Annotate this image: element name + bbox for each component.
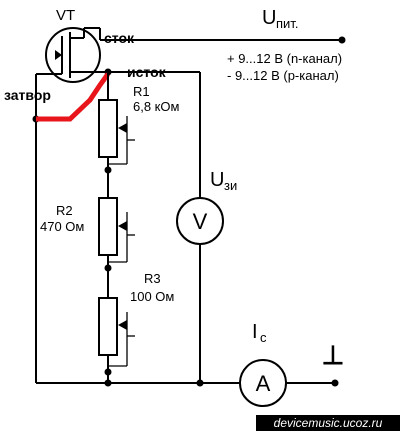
resistor-r3 (98, 297, 135, 367)
watermark: devicemusic.ucoz.ru (274, 416, 383, 430)
voltmeter-label-sub: зи (224, 178, 237, 193)
resistor-r2 (98, 197, 135, 263)
channel-arrow (55, 50, 62, 60)
r3-body (98, 297, 118, 356)
ammeter-circle (239, 359, 287, 407)
r2-body (98, 197, 118, 256)
node-bottom-r (104, 379, 112, 387)
supply-line-n: + 9...12 В (n-канал) (227, 51, 342, 66)
watermark-bg (256, 415, 400, 431)
ground-terminal (331, 379, 339, 387)
ammeter-symbol: A (256, 371, 271, 396)
supply-label-sub: пит. (276, 16, 298, 31)
transistor-vt (36, 27, 101, 83)
node-r2-r3 (104, 264, 112, 272)
supply-line-p: - 9...12 В (p-канал) (227, 68, 339, 83)
ammeter-label-sub: с (260, 330, 267, 345)
voltmeter-circle (176, 197, 224, 245)
r2-wiper-arrow (118, 221, 127, 231)
ammeter: A (239, 359, 287, 407)
r1-name: R1 (133, 84, 150, 99)
drain-label: сток (104, 30, 135, 46)
ammeter-label-main: I (252, 321, 258, 343)
gate-link (36, 72, 111, 122)
r1-body (98, 99, 118, 158)
r2-value: 470 Ом (40, 219, 84, 234)
r2-name: R2 (56, 203, 73, 218)
node-r3-bottom (104, 368, 112, 376)
supply-terminal (338, 36, 346, 44)
r3-value: 100 Ом (130, 289, 174, 304)
transistor-body (45, 27, 101, 83)
supply-label-main: U (262, 7, 276, 29)
ground-symbol: ⊥ (322, 340, 345, 370)
voltmeter-label-main: U (210, 169, 224, 191)
r1-value: 6,8 кОм (133, 99, 179, 114)
source-label: исток (127, 64, 167, 80)
voltmeter-symbol: V (193, 209, 208, 234)
resistor-r1 (98, 99, 135, 165)
r3-wiper-arrow (118, 320, 127, 330)
gate-label: затвор (4, 87, 51, 103)
node-r1-r2 (104, 166, 112, 174)
r1-wiper-arrow (118, 123, 127, 133)
transistor-label: VT (56, 7, 75, 24)
voltmeter: V (176, 197, 224, 383)
r3-name: R3 (144, 271, 161, 286)
